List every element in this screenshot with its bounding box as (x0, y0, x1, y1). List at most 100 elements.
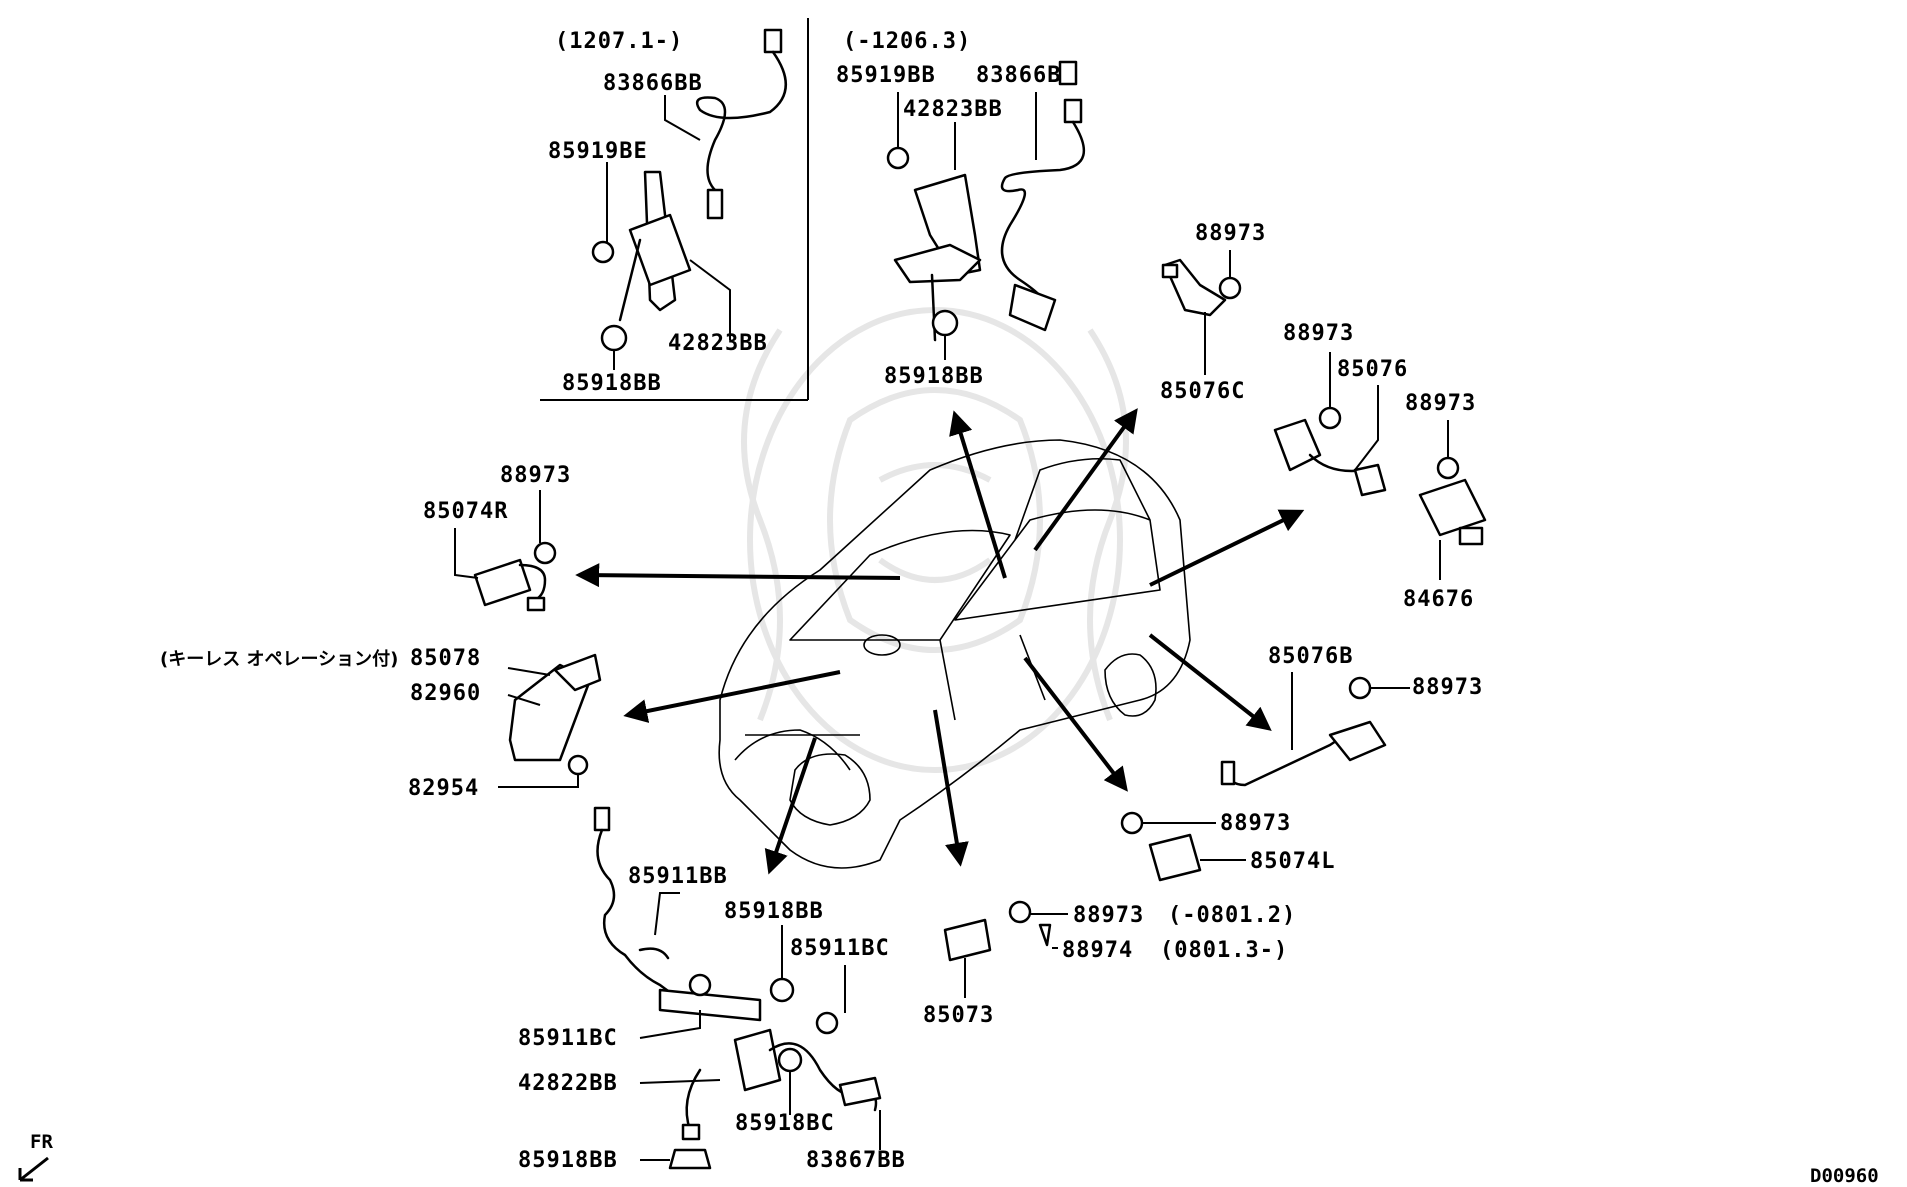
label-88973: 88973 (1405, 391, 1476, 416)
screw-icon (567, 754, 589, 776)
label-88973-range: (-0801.2) (1168, 903, 1296, 928)
bracket-icon (658, 988, 762, 1022)
label-88973: 88973 (1412, 675, 1483, 700)
label-85076: 85076 (1337, 357, 1408, 382)
connector-icon (681, 1123, 701, 1141)
bolt-icon (533, 541, 557, 565)
label-83867BB: 83867BB (806, 1148, 906, 1173)
nut-icon (668, 1148, 712, 1170)
bolt-icon (591, 240, 615, 264)
label-88973: 88973 (1195, 221, 1266, 246)
fr-indicator: FR (18, 1131, 53, 1182)
sensor-icon (1148, 833, 1202, 882)
vehicle-outline (718, 439, 1191, 869)
label-85919BB: 85919BB (836, 63, 936, 88)
label-85074L: 85074L (1250, 849, 1335, 874)
connector-icon (838, 1076, 882, 1107)
front-direction-arrow-icon (18, 1156, 49, 1182)
part-group-85073: 88973 (-0801.2) 88974 (0801.3-) 85073 (923, 900, 1296, 1028)
connector-icon (1058, 60, 1078, 86)
part-group-85076B: 85076B 88973 (1220, 644, 1483, 787)
steering-wheel-icon (863, 634, 901, 656)
nut-icon (931, 309, 959, 337)
part-group-85074R: 88973 85074R (423, 463, 571, 612)
label-84676: 84676 (1403, 587, 1474, 612)
label-88974: 88974 (1062, 938, 1133, 963)
label-42823BB-inset-center: 42823BB (903, 97, 1003, 122)
sensor-plug-icon (706, 188, 724, 220)
sensor-icon (1273, 418, 1322, 472)
label-42823BB-inset-left: 42823BB (668, 331, 768, 356)
label-88973: 88973 (1220, 811, 1291, 836)
label-85918BC: 85918BC (735, 1111, 835, 1136)
connector-icon (1353, 463, 1387, 497)
inset-top-left: (1207.1-) 83866BB 85919BE 42823BB 85918B… (540, 18, 809, 401)
sensor-plug-icon (1008, 283, 1057, 332)
connector-icon (763, 28, 783, 54)
part-group-85076C: 88973 85076C (1160, 221, 1266, 404)
figure-code: D00960 (1810, 1165, 1879, 1187)
nut-icon (777, 1047, 803, 1073)
bracket-icon (913, 173, 982, 277)
bolt-icon (1120, 811, 1144, 835)
label-82960: 82960 (410, 681, 481, 706)
connector-icon (1458, 526, 1484, 546)
inset-top-center-range: (-1206.3) (843, 29, 971, 54)
label-85078: 85078 (410, 646, 481, 671)
label-85076C: 85076C (1160, 379, 1245, 404)
label-85919BE: 85919BE (548, 139, 648, 164)
sensor-icon (943, 918, 992, 962)
label-85076B: 85076B (1268, 644, 1353, 669)
connector-icon (526, 596, 546, 612)
connector-icon (593, 806, 611, 832)
bolt-icon (886, 146, 910, 170)
sensor-icon (473, 558, 532, 607)
label-88973: 88973 (1073, 903, 1144, 928)
label-85911BC: 85911BC (790, 936, 890, 961)
label-42822BB: 42822BB (518, 1071, 618, 1096)
height-sensor-icon (733, 1028, 782, 1092)
label-85918BB: 85918BB (518, 1148, 618, 1173)
clip-icon (688, 973, 712, 997)
label-85911BC: 85911BC (518, 1026, 618, 1051)
fr-label: FR (30, 1131, 53, 1153)
connector-icon (1161, 263, 1179, 279)
label-88973: 88973 (500, 463, 571, 488)
bolt-icon (1318, 406, 1342, 430)
pointer-arrows (575, 408, 1305, 875)
height-sensor-icon (628, 213, 692, 287)
screw-icon (1038, 923, 1052, 947)
connector-icon (1220, 760, 1236, 786)
sensor-icon (1163, 258, 1227, 317)
bolt-icon (1218, 276, 1242, 300)
part-group-85078: (キーレス オペレーション付) 85078 82960 82954 (160, 646, 602, 801)
nut-icon (600, 324, 628, 352)
label-83866BB-inset-center: 83866BB (976, 63, 1076, 88)
label-85918BB-inset-left: 85918BB (562, 371, 662, 396)
label-83866BB-inset-left: 83866BB (603, 71, 703, 96)
inset-top-center: (-1206.3) 85919BB 83866BB 42823BB 85918B… (836, 29, 1086, 389)
watermark-logo (741, 307, 1129, 773)
part-group-85076: 88973 85076 88973 84676 (1273, 321, 1487, 612)
label-88973: 88973 (1283, 321, 1354, 346)
label-88974-range: (0801.3-) (1160, 938, 1288, 963)
height-sensor-icon (893, 243, 982, 284)
bolt-icon (1436, 456, 1460, 480)
nut-icon (769, 977, 795, 1003)
label-85918BB: 85918BB (724, 899, 824, 924)
label-85918BB-inset-center: 85918BB (884, 364, 984, 389)
connector-icon (1063, 98, 1083, 124)
part-group-lower-left: 85911BB 85918BB 85911BC 85911BC 42822BB … (518, 806, 906, 1173)
part-group-85074L: 88973 85074L (1120, 811, 1335, 882)
label-82954: 82954 (408, 776, 479, 801)
keyless-note: (キーレス オペレーション付) (160, 648, 398, 670)
bolt-icon (1008, 900, 1032, 924)
sensor-icon (1328, 720, 1387, 762)
label-85911BB: 85911BB (628, 864, 728, 889)
connector-icon (553, 653, 602, 692)
label-85074R: 85074R (423, 499, 508, 524)
bolt-icon (1348, 676, 1372, 700)
control-unit-icon (1418, 478, 1487, 537)
inset-top-left-range: (1207.1-) (555, 29, 683, 54)
